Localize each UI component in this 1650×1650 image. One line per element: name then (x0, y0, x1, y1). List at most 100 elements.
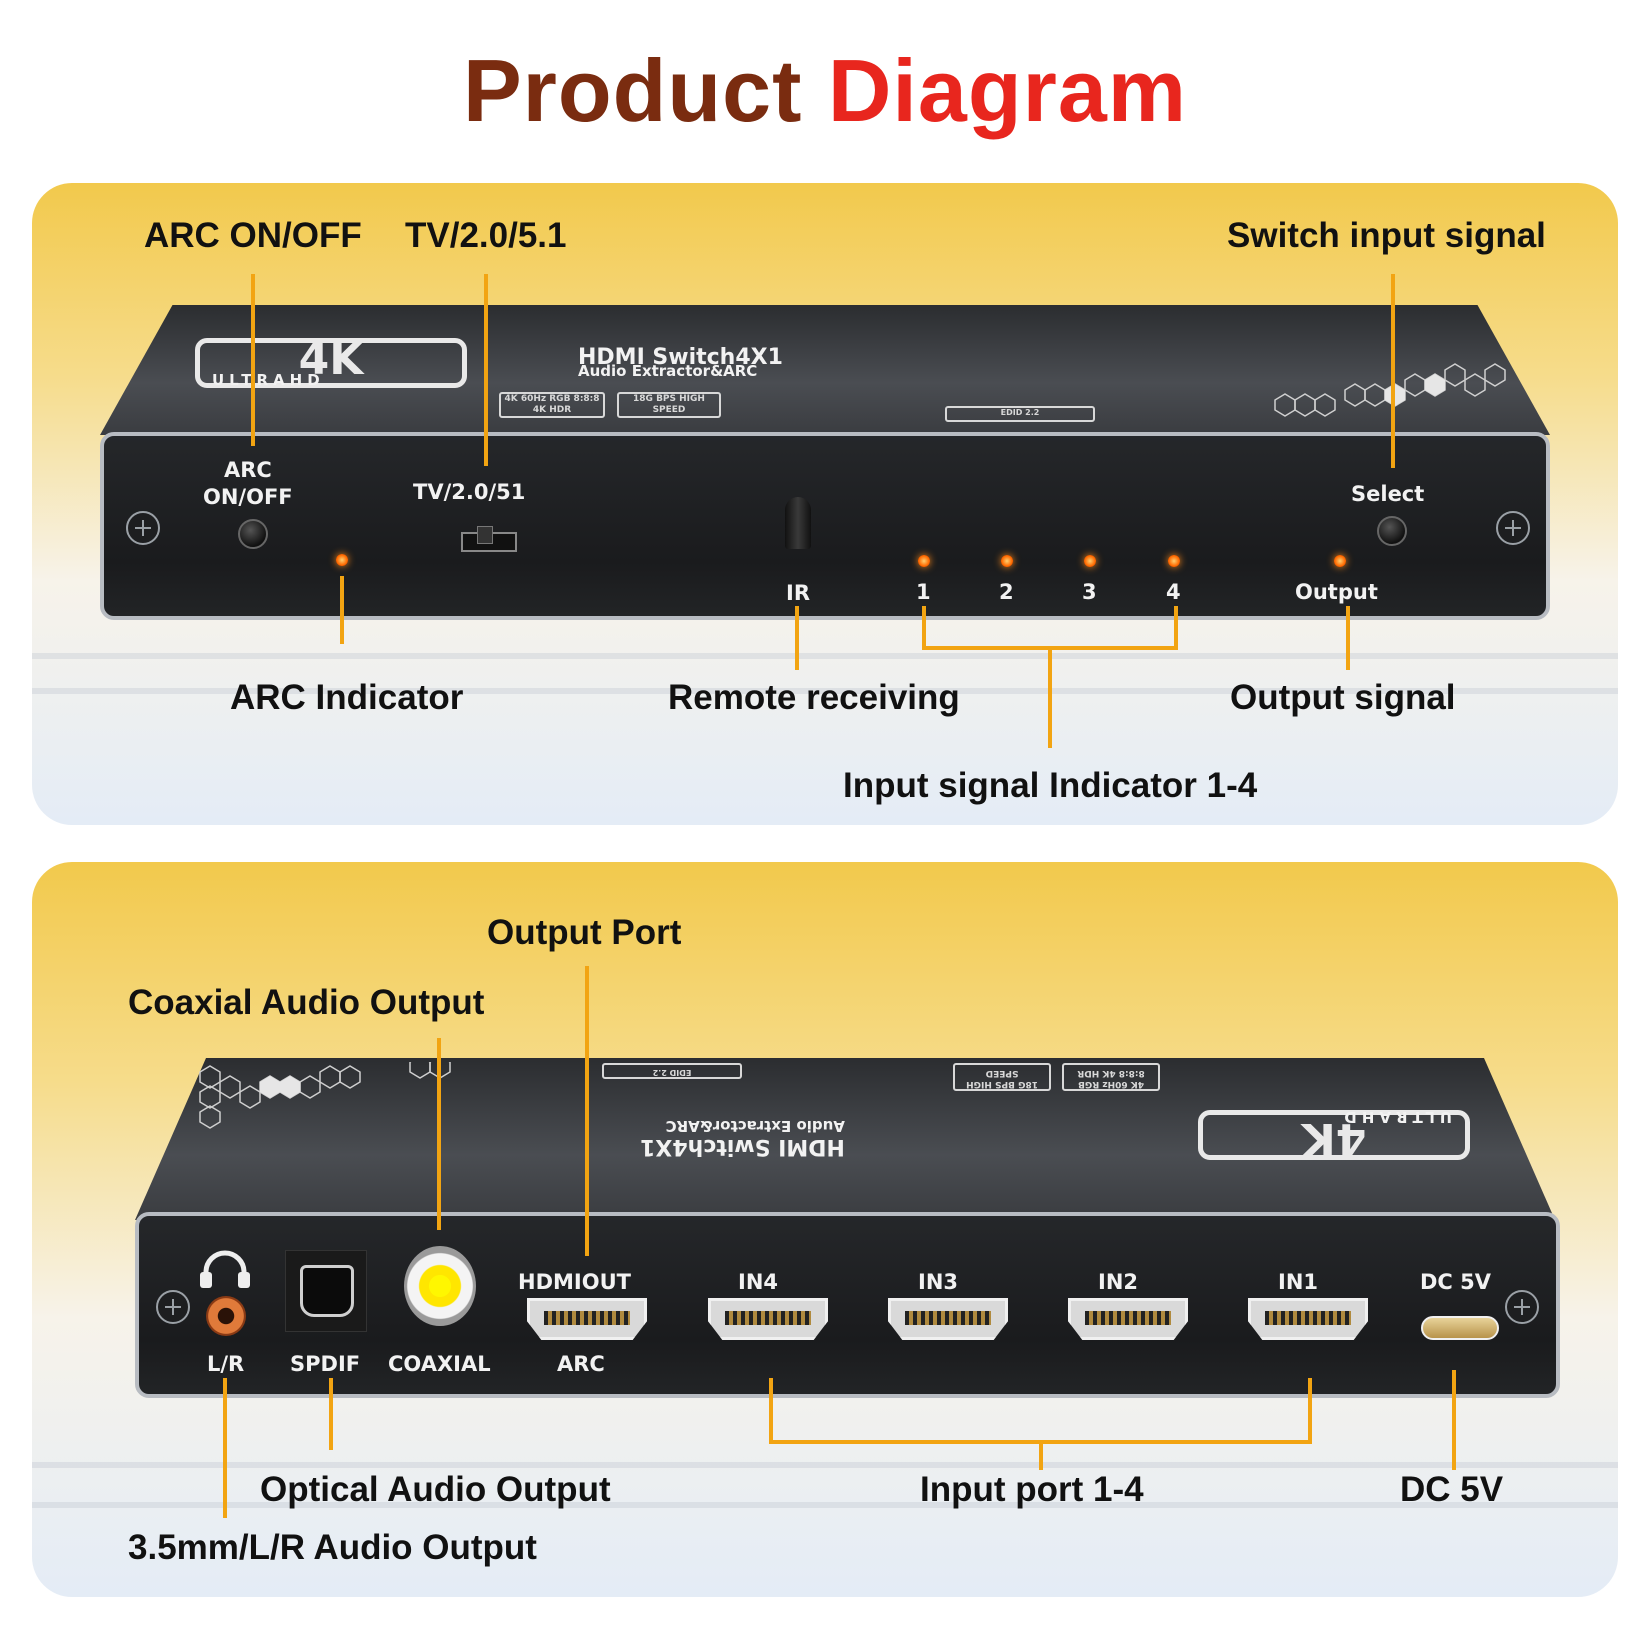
arc-label-line2: ON/OFF (203, 485, 293, 509)
tv-switch-label: TV/2.0/51 (413, 480, 526, 504)
floor-line (32, 688, 1618, 694)
callout-dc: DC 5V (1400, 1470, 1504, 1509)
leader-tv-mode (484, 274, 488, 466)
mirrored-logo: 4K ULTRAHD (1198, 1104, 1470, 1164)
input-led-label-1: 1 (916, 580, 931, 604)
badge-hdr: 4K 60Hz RGB 8:8:8 4K HDR (499, 392, 605, 418)
headphone-icon (200, 1250, 250, 1288)
leader-arc-indicator (340, 576, 344, 644)
arc-label: ARC (557, 1352, 605, 1376)
model-name: HDMI Switch4X1 (578, 345, 783, 370)
leader-spdif (329, 1378, 333, 1450)
in1-label: IN1 (1278, 1270, 1319, 1294)
callout-input-ports: Input port 1-4 (920, 1470, 1144, 1509)
select-button[interactable] (1377, 516, 1407, 546)
dc-label: DC 5V (1420, 1270, 1492, 1294)
logo-4k-text: 4K (298, 334, 364, 385)
model-subtitle: Audio Extractor&ARC (578, 362, 758, 380)
in3-label: IN3 (918, 1270, 959, 1294)
input-led-label-4: 4 (1166, 580, 1181, 604)
ir-receiver-window (785, 497, 811, 549)
screw-icon (126, 511, 160, 545)
input-led-label-2: 2 (999, 580, 1014, 604)
hdmi-out-port[interactable] (527, 1298, 647, 1340)
logo-4k: 4K (195, 338, 467, 388)
arc-indicator-led (336, 554, 348, 566)
callout-coaxial: Coaxial Audio Output (128, 983, 485, 1022)
leader-in1 (1308, 1378, 1312, 1444)
coaxial-label: COAXIAL (388, 1352, 491, 1376)
floor-line (32, 653, 1618, 659)
spdif-port-opening (300, 1265, 354, 1317)
dc-power-port[interactable] (1421, 1316, 1499, 1340)
mirrored-model-text: HDMI Switch4X1 Audio Extractor&ARC (640, 1117, 845, 1159)
page-title: Product Diagram (0, 40, 1650, 142)
badge-speed: 18G BPS HIGH SPEED (953, 1063, 1051, 1091)
callout-output-port: Output Port (487, 913, 682, 952)
arc-toggle-button[interactable] (238, 519, 268, 549)
slide-switch-knob[interactable] (477, 526, 493, 544)
title-diagram: Diagram (827, 41, 1188, 140)
output-label: Output (1295, 580, 1378, 604)
leader-dc (1452, 1370, 1456, 1470)
callout-switch-input: Switch input signal (1227, 216, 1546, 255)
callout-remote: Remote receiving (668, 678, 960, 717)
hdmi-in1-port[interactable] (1248, 1298, 1368, 1340)
device-top-surface (135, 1058, 1555, 1220)
leader-input-1 (922, 606, 926, 648)
screw-icon (1505, 1290, 1539, 1324)
callout-arc-on-off: ARC ON/OFF (144, 216, 362, 255)
leader-switch-input (1391, 274, 1395, 468)
callout-arc-indicator: ARC Indicator (230, 678, 464, 717)
input-led-1 (918, 555, 930, 567)
leader-arc-on-off (251, 274, 255, 446)
in4-label: IN4 (738, 1270, 779, 1294)
hexagon-pattern-icon (1274, 363, 1506, 417)
in2-label: IN2 (1098, 1270, 1139, 1294)
input-led-2 (1001, 555, 1013, 567)
input-led-label-3: 3 (1082, 580, 1097, 604)
floor-line (32, 1502, 1618, 1508)
input-led-3 (1084, 555, 1096, 567)
hdmi-in4-port[interactable] (708, 1298, 828, 1340)
model-subtitle: Audio Extractor&ARC (665, 1117, 845, 1135)
callout-lr: 3.5mm/L/R Audio Output (128, 1528, 537, 1567)
arc-label-line1: ARC (224, 458, 272, 482)
model-name: HDMI Switch4X1 (640, 1134, 845, 1159)
lr-label: L/R (207, 1352, 245, 1376)
leader-lr (223, 1378, 227, 1518)
input-led-4 (1168, 555, 1180, 567)
title-product: Product (462, 41, 803, 140)
leader-output-signal (1346, 606, 1350, 670)
select-label: Select (1351, 482, 1425, 506)
callout-tv-mode: TV/2.0/5.1 (405, 216, 567, 255)
badge-speed: 18G BPS HIGH SPEED (617, 392, 721, 418)
lr-audio-jack[interactable] (206, 1296, 246, 1336)
logo-ultrahd: ULTRAHD (212, 371, 325, 389)
coaxial-rca-jack[interactable] (404, 1246, 476, 1326)
hdmi-in2-port[interactable] (1068, 1298, 1188, 1340)
tv-mode-slide-switch[interactable] (461, 526, 517, 552)
leader-output-port (585, 966, 589, 1256)
leader-in4 (769, 1378, 773, 1444)
badge-hdr: 4K 60Hz RGB 8:8:8 4K HDR (1062, 1063, 1160, 1091)
ir-label: IR (786, 581, 810, 605)
leader-remote (795, 606, 799, 670)
spdif-label: SPDIF (290, 1352, 361, 1376)
floor-line (32, 1462, 1618, 1468)
hdmi-in3-port[interactable] (888, 1298, 1008, 1340)
leader-input-stem (1039, 1440, 1043, 1470)
screw-icon (156, 1290, 190, 1324)
leader-coaxial (437, 1038, 441, 1230)
badge-edid: EDID 2.2 (945, 406, 1095, 422)
output-led (1334, 555, 1346, 567)
callout-optical: Optical Audio Output (260, 1470, 611, 1509)
leader-input-4 (1174, 606, 1178, 648)
hexagon-pattern-icon (199, 1062, 451, 1129)
screw-icon (1496, 511, 1530, 545)
spdif-port[interactable] (285, 1250, 367, 1332)
leader-input-stem (1048, 646, 1052, 748)
logo-ultrahd: ULTRAHD (1339, 1108, 1452, 1126)
callout-output-signal: Output signal (1230, 678, 1456, 717)
hdmiout-label: HDMIOUT (518, 1270, 631, 1294)
